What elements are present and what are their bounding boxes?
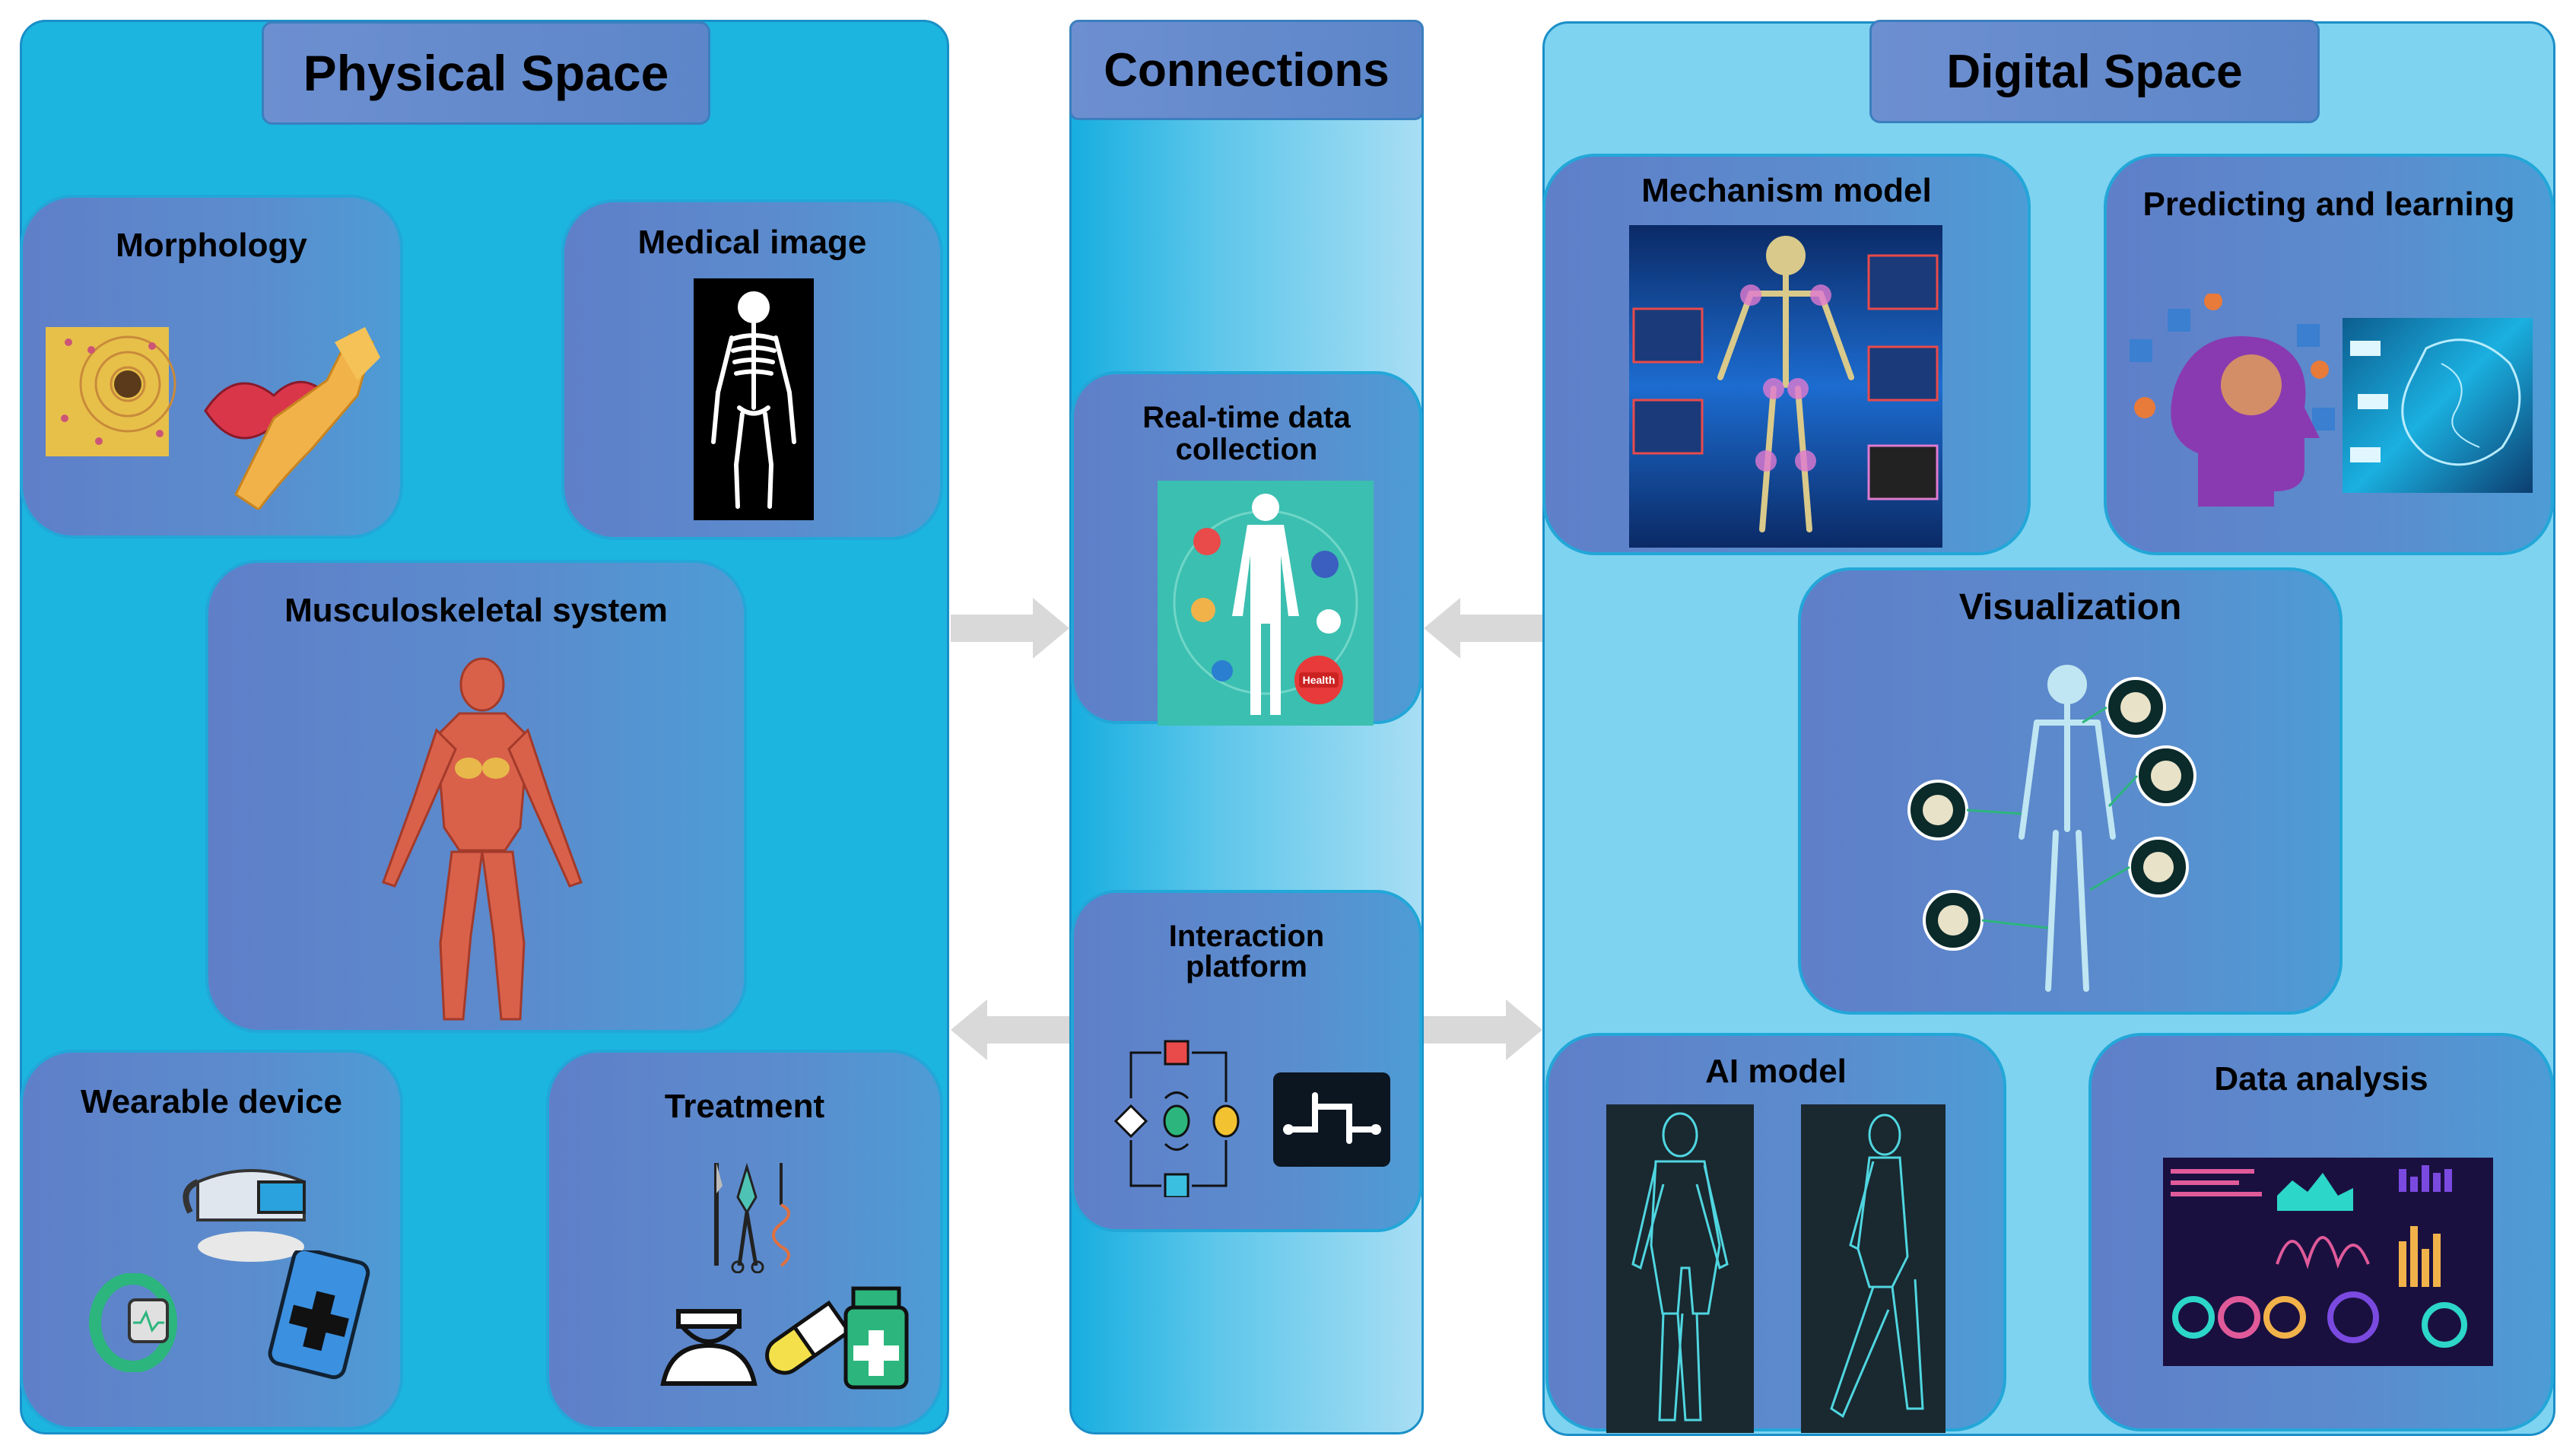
realtime-data-card[interactable]: Real-time data collection Health [1071, 371, 1422, 726]
digital-space-title: Digital Space [1869, 20, 2320, 123]
arrow-connections-to-physical [951, 999, 1069, 1060]
arrow-physical-to-connections [951, 598, 1069, 659]
visualization-label: Visualization [1958, 587, 2182, 627]
health-data-image: Health [1158, 481, 1374, 726]
body-silhouette-icon [1173, 494, 1358, 715]
pills-icon [765, 1286, 909, 1390]
skeleton-visualization-image [1907, 665, 2196, 992]
predicting-learning-label: Predicting and learning [2142, 186, 2515, 223]
health-badge: Health [1294, 656, 1343, 704]
ai-model-card[interactable]: AI model [1545, 1033, 2006, 1433]
medical-phone-icon [268, 1250, 370, 1380]
predicting-learning-card[interactable]: Predicting and learning [2104, 154, 2554, 555]
data-analysis-label: Data analysis [2214, 1060, 2428, 1098]
interaction-label-1: Interaction [1168, 920, 1325, 953]
arrow-connections-to-digital [1424, 999, 1542, 1060]
musculoskeletal-card[interactable]: Musculoskeletal system [205, 560, 747, 1033]
realtime-data-label-1: Real-time data [1142, 401, 1351, 434]
wireframe-body-front [1606, 1104, 1754, 1433]
dashboard-image [2163, 1158, 2493, 1366]
morphology-label: Morphology [116, 227, 307, 264]
smartwatch-icon [89, 1273, 177, 1372]
data-analysis-card[interactable]: Data analysis [2088, 1033, 2554, 1431]
interaction-label-2: platform [1186, 950, 1307, 983]
arrow-digital-to-connections [1424, 598, 1542, 659]
ai-model-label: AI model [1705, 1053, 1847, 1090]
treatment-label: Treatment [664, 1088, 825, 1125]
medical-image-label: Medical image [637, 224, 867, 261]
ai-head-image [2130, 294, 2335, 507]
morphology-image [46, 327, 380, 510]
wearable-device-label: Wearable device [80, 1083, 343, 1120]
realtime-data-label-2: collection [1175, 433, 1318, 466]
health-badge-label: Health [1298, 672, 1339, 688]
interaction-platform-card[interactable]: Interaction platform [1071, 890, 1422, 1232]
physical-space-title: Physical Space [262, 21, 710, 125]
visualization-card[interactable]: Visualization [1798, 567, 2343, 1015]
medical-image-card[interactable]: Medical image [561, 199, 943, 540]
digital-brain-image [2343, 318, 2533, 493]
workflow-diagram-icon [1113, 1040, 1240, 1197]
morphology-card[interactable]: Morphology [20, 195, 403, 538]
muscle-anatomy-image [382, 657, 583, 1021]
skeleton-xray-image [694, 278, 814, 520]
wireframe-body-walking [1801, 1104, 1945, 1433]
treatment-card[interactable]: Treatment [546, 1050, 943, 1430]
doctor-icon [660, 1309, 758, 1386]
mechanism-model-label: Mechanism model [1641, 172, 1932, 209]
circuit-board-icon [1273, 1072, 1390, 1167]
wearable-device-card[interactable]: Wearable device [20, 1050, 403, 1430]
surgical-tools-icon [714, 1162, 790, 1273]
connections-title: Connections [1069, 20, 1424, 120]
musculoskeletal-label: Musculoskeletal system [284, 592, 668, 629]
mechanism-model-card[interactable]: Mechanism model [1542, 154, 2031, 555]
skeletal-model-image [1629, 225, 1942, 548]
vr-headset-icon [183, 1169, 306, 1262]
